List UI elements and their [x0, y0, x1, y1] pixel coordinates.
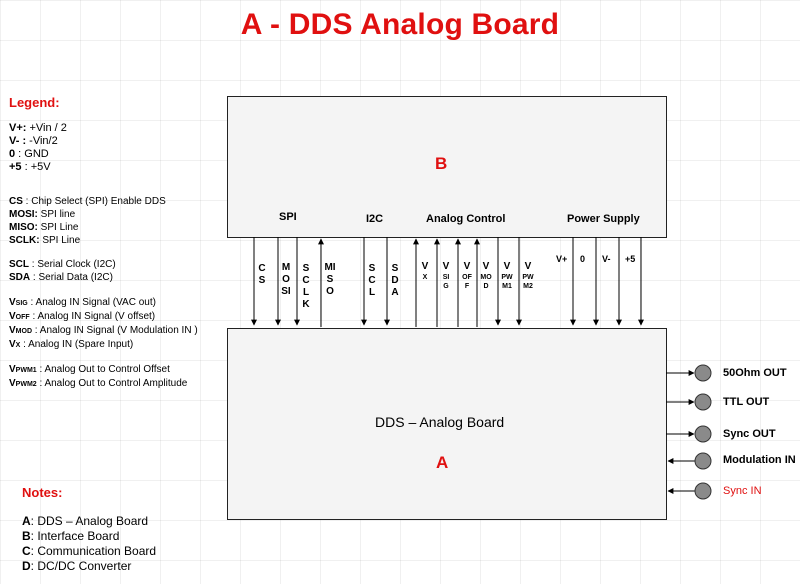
port-label-modulation-in: Modulation IN	[723, 454, 796, 466]
label-vx: V X	[421, 261, 429, 281]
legend-power: V+: +Vin / 2 V- : -Vin/2 0 : GND +5 : +5…	[9, 122, 67, 174]
group-spi-label: SPI	[279, 211, 297, 223]
legend-item-scl: SCL : Serial Clock (I2C)	[9, 259, 116, 270]
port-label-sync-out: Sync OUT	[723, 428, 776, 440]
board-b	[227, 96, 667, 238]
notes-heading: Notes:	[22, 485, 63, 500]
label-vmod: V MOD	[480, 261, 492, 290]
legend-pwm: VPWM1 : Analog Out to Control Offset VPW…	[9, 363, 187, 391]
legend-item-vminus: V- : -Vin/2	[9, 135, 58, 147]
label-sda: SDA	[391, 263, 399, 298]
label-voff: V OFF	[462, 261, 472, 290]
label-5v: +5	[625, 254, 636, 264]
legend-item-mosi: MOSI: SPI line	[9, 209, 76, 220]
note-c: C: Communication Board	[22, 544, 157, 558]
label-vpwm1: V PWM1	[501, 261, 513, 290]
legend-analog: VSIG : Analog IN Signal (VAC out) VOFF :…	[9, 296, 198, 352]
legend-heading: Legend:	[9, 95, 60, 110]
label-vplus: V+	[556, 254, 568, 264]
label-gnd: 0	[580, 254, 586, 264]
port-modulation-in	[694, 452, 712, 470]
label-vpwm2: V PWM2	[522, 261, 534, 290]
legend-item-voff: VOFF : Analog IN Signal (V offset)	[9, 311, 156, 322]
port-sync-out	[694, 425, 712, 443]
port-label-ttl-out: TTL OUT	[723, 396, 770, 408]
note-b: B: Interface Board	[22, 529, 120, 543]
board-a-name: DDS – Analog Board	[375, 414, 505, 430]
group-analog-label: Analog Control	[426, 213, 506, 225]
label-vsig: V SIG	[442, 261, 450, 290]
group-power-label: Power Supply	[567, 213, 640, 225]
legend-item-sclk: SCLK: SPI Line	[9, 235, 81, 246]
label-vminus: V-	[602, 254, 611, 264]
legend-item-cs: CS : Chip Select (SPI) Enable DDS	[9, 196, 166, 207]
board-a	[227, 328, 667, 520]
legend-item-vpwm2: VPWM2 : Analog Out to Control Amplitude	[9, 378, 188, 389]
port-sync-in	[694, 482, 712, 500]
legend-item-vplus: V+: +Vin / 2	[9, 122, 67, 134]
legend-spi: CS : Chip Select (SPI) Enable DDS MOSI: …	[9, 195, 166, 247]
label-sclk: SCLK	[302, 263, 310, 310]
board-a-letter: A	[436, 453, 449, 472]
legend-item-vpwm1: VPWM1 : Analog Out to Control Offset	[9, 364, 170, 375]
port-label-sync-in: Sync IN	[723, 485, 762, 497]
label-mosi: MOSI	[281, 262, 291, 297]
port-50ohm-out	[694, 364, 712, 382]
board-b-letter: B	[435, 154, 448, 173]
note-d: D: DC/DC Converter	[22, 559, 132, 573]
note-a: A: DDS – Analog Board	[22, 514, 149, 528]
label-miso: MISO	[324, 262, 336, 297]
legend-item-vx: VX : Analog IN (Spare Input)	[9, 339, 134, 350]
diagram-title: A - DDS Analog Board	[240, 8, 560, 41]
legend-i2c: SCL : Serial Clock (I2C) SDA : Serial Da…	[9, 258, 116, 284]
label-cs: CS	[258, 263, 266, 286]
legend-item-vmod: VMOD : Analog IN Signal (V Modulation IN…	[9, 325, 198, 336]
legend-item-miso: MISO: SPI Line	[9, 222, 79, 233]
port-label-50ohm-out: 50Ohm OUT	[723, 367, 787, 379]
legend-item-sda: SDA : Serial Data (I2C)	[9, 272, 113, 283]
port-ttl-out	[694, 393, 712, 411]
legend-item-5v: +5 : +5V	[9, 161, 51, 173]
legend-item-vsig: VSIG : Analog IN Signal (VAC out)	[9, 297, 156, 308]
legend-item-gnd: 0 : GND	[9, 148, 49, 160]
notes-list: A: DDS – Analog Board B: Interface Board…	[22, 514, 156, 574]
label-scl: SCL	[368, 263, 376, 298]
group-i2c-label: I2C	[366, 213, 384, 225]
